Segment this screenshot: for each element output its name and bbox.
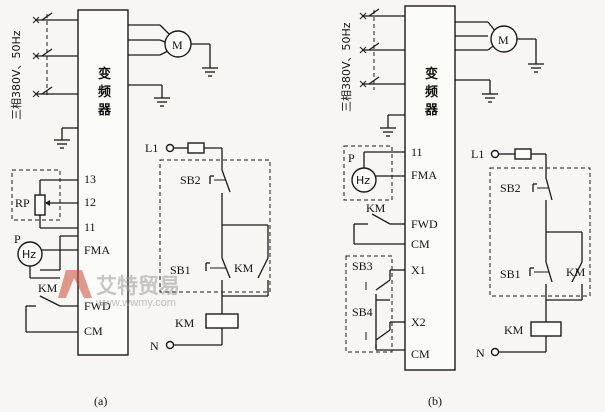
- inverter-char-2-b: 频: [425, 84, 438, 100]
- terminal-cm-b: CM: [411, 237, 430, 251]
- inverter-char-1-b: 变: [425, 66, 438, 82]
- inverter-char-3-b: 器: [424, 103, 439, 118]
- watermark-url: www.wwmy.com: [95, 297, 176, 309]
- meter-p-a: P: [14, 232, 21, 246]
- caption-a: (a): [94, 394, 107, 408]
- control-circuit-b: L1 SB2 SB1: [471, 147, 591, 360]
- km-contact-a: KM: [25, 281, 78, 333]
- fuse-b: [514, 148, 532, 160]
- potentiometer-a: RP: [15, 179, 78, 229]
- diagram-a: 三相380V、50Hz 变 频 器 M: [10, 9, 271, 408]
- ground-a-left: [54, 127, 78, 149]
- meter-hz-a: Hz: [22, 248, 36, 261]
- terminal-11-b: 11: [411, 145, 423, 159]
- sb2-label-a: SB2: [180, 173, 201, 187]
- control-frame-b: [489, 167, 591, 297]
- terminal-11-a: 11: [84, 220, 96, 234]
- km-coil-a: [205, 313, 239, 329]
- terminal-fwd-a: FWD: [84, 299, 111, 313]
- sb4-switch-b: SB4: [352, 305, 405, 348]
- inverter-char-3-a: 器: [97, 103, 112, 118]
- fuse-a: [187, 142, 205, 154]
- rp-frame-a: [11, 169, 61, 221]
- terminal-cm2-b: CM: [411, 347, 430, 361]
- ground-b-right: [455, 79, 498, 103]
- terminal-fwd-b: FWD: [411, 217, 438, 231]
- terminal-fma-b: FMA: [411, 168, 437, 182]
- sb4-label-b: SB4: [352, 305, 373, 319]
- motor-label-a: M: [172, 38, 183, 52]
- diagram-b: 三相380V、50Hz 变 频 器 M: [340, 5, 591, 408]
- frequency-meter-a: Hz P: [14, 232, 78, 279]
- terminal-13-a: 13: [84, 172, 96, 186]
- sb1-label-b: SB1: [500, 267, 521, 281]
- sb3-label-b: SB3: [352, 259, 373, 273]
- control-frame-a: [159, 159, 271, 293]
- ground-b-left: [380, 114, 405, 137]
- sb-frame-b: [345, 255, 393, 353]
- power-input-a: 三相380V、50Hz: [10, 12, 78, 120]
- rp-label-a: RP: [15, 196, 30, 210]
- km-coil-label-b: KM: [504, 323, 524, 337]
- km-contact-b: KM: [353, 201, 405, 245]
- km-contact-label-b: KM: [366, 201, 386, 215]
- n-label-a: N: [150, 339, 159, 353]
- km-coil-label-a: KM: [175, 316, 195, 330]
- sb1-label-a: SB1: [170, 263, 191, 277]
- power-label-b: 三相380V、50Hz: [340, 22, 353, 112]
- rp-resistor-a: [34, 194, 46, 216]
- meter-frame-b: [343, 145, 393, 201]
- inverter-box-b: [404, 5, 456, 371]
- watermark: 艾特贸易 www.wwmy.com: [58, 270, 180, 309]
- l1-label-a: L1: [145, 141, 158, 155]
- watermark-brand: 艾特贸易: [96, 274, 180, 298]
- control-circuit-a: L1 SB2 SB1: [145, 141, 271, 353]
- terminal-x1-b: X1: [411, 263, 426, 277]
- inverter-char-2-a: 频: [98, 84, 111, 100]
- motor-b: M: [455, 21, 544, 73]
- meter-p-b: P: [348, 151, 355, 165]
- power-label-a: 三相380V、50Hz: [10, 30, 23, 120]
- frequency-meter-b: Hz P: [348, 151, 405, 193]
- terminal-fma-a: FMA: [84, 243, 110, 257]
- motor-a: M: [128, 24, 218, 77]
- meter-hz-b: Hz: [356, 174, 370, 187]
- km-hold-label-b: KM: [566, 265, 586, 279]
- terminal-12-a: 12: [84, 195, 96, 209]
- watermark-logo-icon: [58, 270, 92, 298]
- sb2-label-b: SB2: [500, 181, 521, 195]
- l1-label-b: L1: [471, 147, 484, 161]
- motor-label-b: M: [498, 33, 509, 47]
- ground-a-right: [128, 84, 170, 107]
- caption-b: (b): [428, 394, 442, 408]
- power-input-b: 三相380V、50Hz: [340, 8, 405, 112]
- sb3-switch-b: SB3: [352, 259, 405, 301]
- km-hold-label-a: KM: [234, 261, 254, 275]
- km-contact-label-a: KM: [38, 281, 58, 295]
- terminal-cm-a: CM: [84, 324, 103, 338]
- inverter-char-1-a: 变: [98, 66, 111, 82]
- terminal-x2-b: X2: [411, 315, 426, 329]
- n-label-b: N: [476, 346, 485, 360]
- km-coil-b: [530, 321, 562, 337]
